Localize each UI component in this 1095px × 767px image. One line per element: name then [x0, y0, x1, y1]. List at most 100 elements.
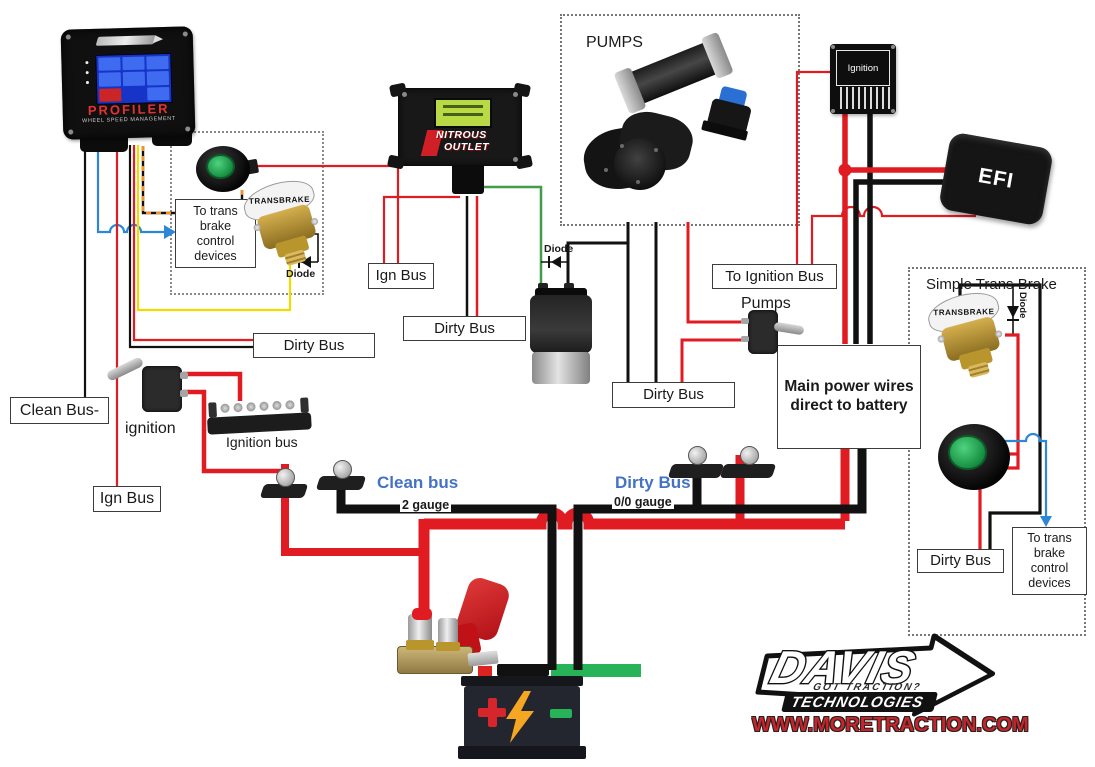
label-dirty-bus-pumps: Dirty Bus: [612, 382, 735, 408]
davis-wordmark-icon: [95, 35, 157, 46]
note-to-trans-brake-right-text: To trans brake control devices: [1027, 531, 1072, 590]
switch-bracket: [467, 650, 499, 667]
pumps-toggle-switch: [738, 306, 808, 358]
green-button-icon: [205, 154, 235, 180]
nitrous-logo: NITROUS OUTLET: [420, 128, 500, 160]
dirty-bus-terminal-red: [719, 446, 777, 478]
battery: [464, 686, 580, 748]
screw-icon: [891, 45, 895, 49]
logo-tagline-text: GOT TRACTION?: [812, 682, 923, 693]
wire-efi-to-label: [810, 205, 976, 264]
ignition-box-label: Ignition: [836, 50, 890, 86]
note-to-trans-brake-right: To trans brake control devices: [1012, 527, 1087, 595]
label-dirty-bus-nitrous: Dirty Bus: [403, 316, 526, 341]
toggle-body: [142, 366, 182, 412]
toggle-terminal: [180, 390, 188, 397]
terminal-post: [276, 468, 295, 487]
led-icon: [85, 81, 90, 85]
wire-solenoid-black: [566, 241, 628, 292]
toggle-body: [748, 310, 778, 354]
mount-ear: [386, 154, 406, 170]
screen-cell: [147, 86, 170, 101]
screen-cell: [146, 71, 170, 86]
label-ign-bus-center: Ign Bus: [368, 263, 434, 289]
battery-terminal-bar: [497, 664, 549, 676]
wire-nitrous-to-ignbus: [382, 195, 460, 263]
clean-bus-terminal-red: [259, 468, 309, 498]
screw-icon: [831, 45, 835, 49]
logo-strip: [781, 692, 938, 712]
profiler-controller: PROFILER WHEEL SPEED MANAGEMENT: [60, 26, 196, 140]
label-diode-center: Diode: [544, 243, 574, 255]
screw-icon: [185, 126, 191, 132]
terminal-base: [719, 464, 777, 478]
busbar-screw: [233, 402, 243, 413]
busbar-body: [207, 412, 312, 435]
terminal-base: [667, 464, 725, 478]
battery-switch-nut: [436, 642, 460, 651]
screen-cell: [122, 56, 145, 71]
red-junction-dot: [838, 163, 852, 177]
label-clean-bus-gauge: 2 gauge: [400, 498, 452, 512]
nitrous-brand-line1: NITROUS: [436, 129, 487, 141]
toggle-terminal: [180, 372, 188, 379]
nitrous-lcd: [434, 98, 492, 128]
nitrous-controller: NITROUS OUTLET: [386, 82, 534, 170]
busbar-screw: [272, 400, 282, 411]
ignition-toggle-switch: [104, 352, 194, 416]
bolt-icon: [654, 148, 658, 152]
screen-cell: [146, 55, 169, 70]
label-dirty-bus-nitrous-text: Dirty Bus: [434, 319, 495, 337]
dirty-bus-terminal-black: [667, 446, 725, 478]
trans-brake-button-right: [938, 424, 1010, 490]
transbrake-band-text: TRANSBRAKE: [248, 194, 310, 206]
nitrous-brand-line2: OUTLET: [444, 141, 489, 153]
screw-icon: [65, 34, 71, 40]
solenoid-body: [530, 295, 592, 353]
red-cable-lug: [412, 608, 432, 620]
label-ignition-bus: Ignition bus: [226, 434, 298, 450]
transbrake-band-text: TRANSBRAKE: [932, 306, 994, 317]
website-link: WWW.MORETRACTION.COM: [752, 714, 1029, 736]
battery-switch-base: [397, 646, 473, 674]
terminal-post: [333, 460, 352, 479]
battery-top-bar: [461, 676, 583, 686]
busbar-screw: [220, 403, 230, 413]
screen-cell-red: [99, 87, 122, 102]
screw-icon: [68, 129, 74, 135]
battery-bottom-bar: [458, 746, 586, 759]
mount-ear: [514, 154, 534, 170]
ignition-bus-bar: [206, 397, 312, 435]
terminal-post: [740, 446, 759, 465]
trans-brake-button-left: [196, 146, 260, 192]
label-to-ignition-bus-text: To Ignition Bus: [725, 267, 824, 285]
busbar-screw: [246, 402, 256, 412]
simple-trans-brake-frame: [908, 267, 1086, 636]
solenoid-cap: [535, 288, 587, 298]
clean-bus-terminal-black: [315, 460, 367, 490]
logo-line2-text: TECHNOLOGIES: [789, 694, 925, 711]
screw-icon: [831, 109, 835, 113]
label-ignition-switch: ignition: [125, 420, 176, 437]
terminal-post: [688, 446, 707, 465]
screen-cell: [122, 71, 146, 86]
label-pumps-switch: Pumps: [741, 295, 791, 312]
label-ign-bus-center-text: Ign Bus: [375, 267, 427, 284]
wire-ignbox-to-label: [795, 70, 833, 264]
led-icon: [85, 61, 89, 65]
wire-nitrous-green: [483, 185, 543, 290]
bolt-icon: [636, 180, 640, 184]
nitrous-solenoid: [526, 283, 596, 386]
screen-cell: [98, 72, 122, 87]
bolt-icon: [604, 168, 608, 172]
busbar-screw: [259, 401, 269, 411]
green-button-icon: [948, 434, 987, 471]
label-diode-right: Diode: [1017, 292, 1028, 319]
label-to-ignition-bus: To Ignition Bus: [712, 264, 837, 289]
bolt-icon: [310, 217, 319, 226]
busbar-post: [208, 402, 218, 418]
screw-icon: [513, 92, 518, 97]
screw-icon: [513, 157, 518, 162]
davis-technologies-logo: DAVIS GOT TRACTION? TECHNOLOGIES: [755, 633, 996, 717]
